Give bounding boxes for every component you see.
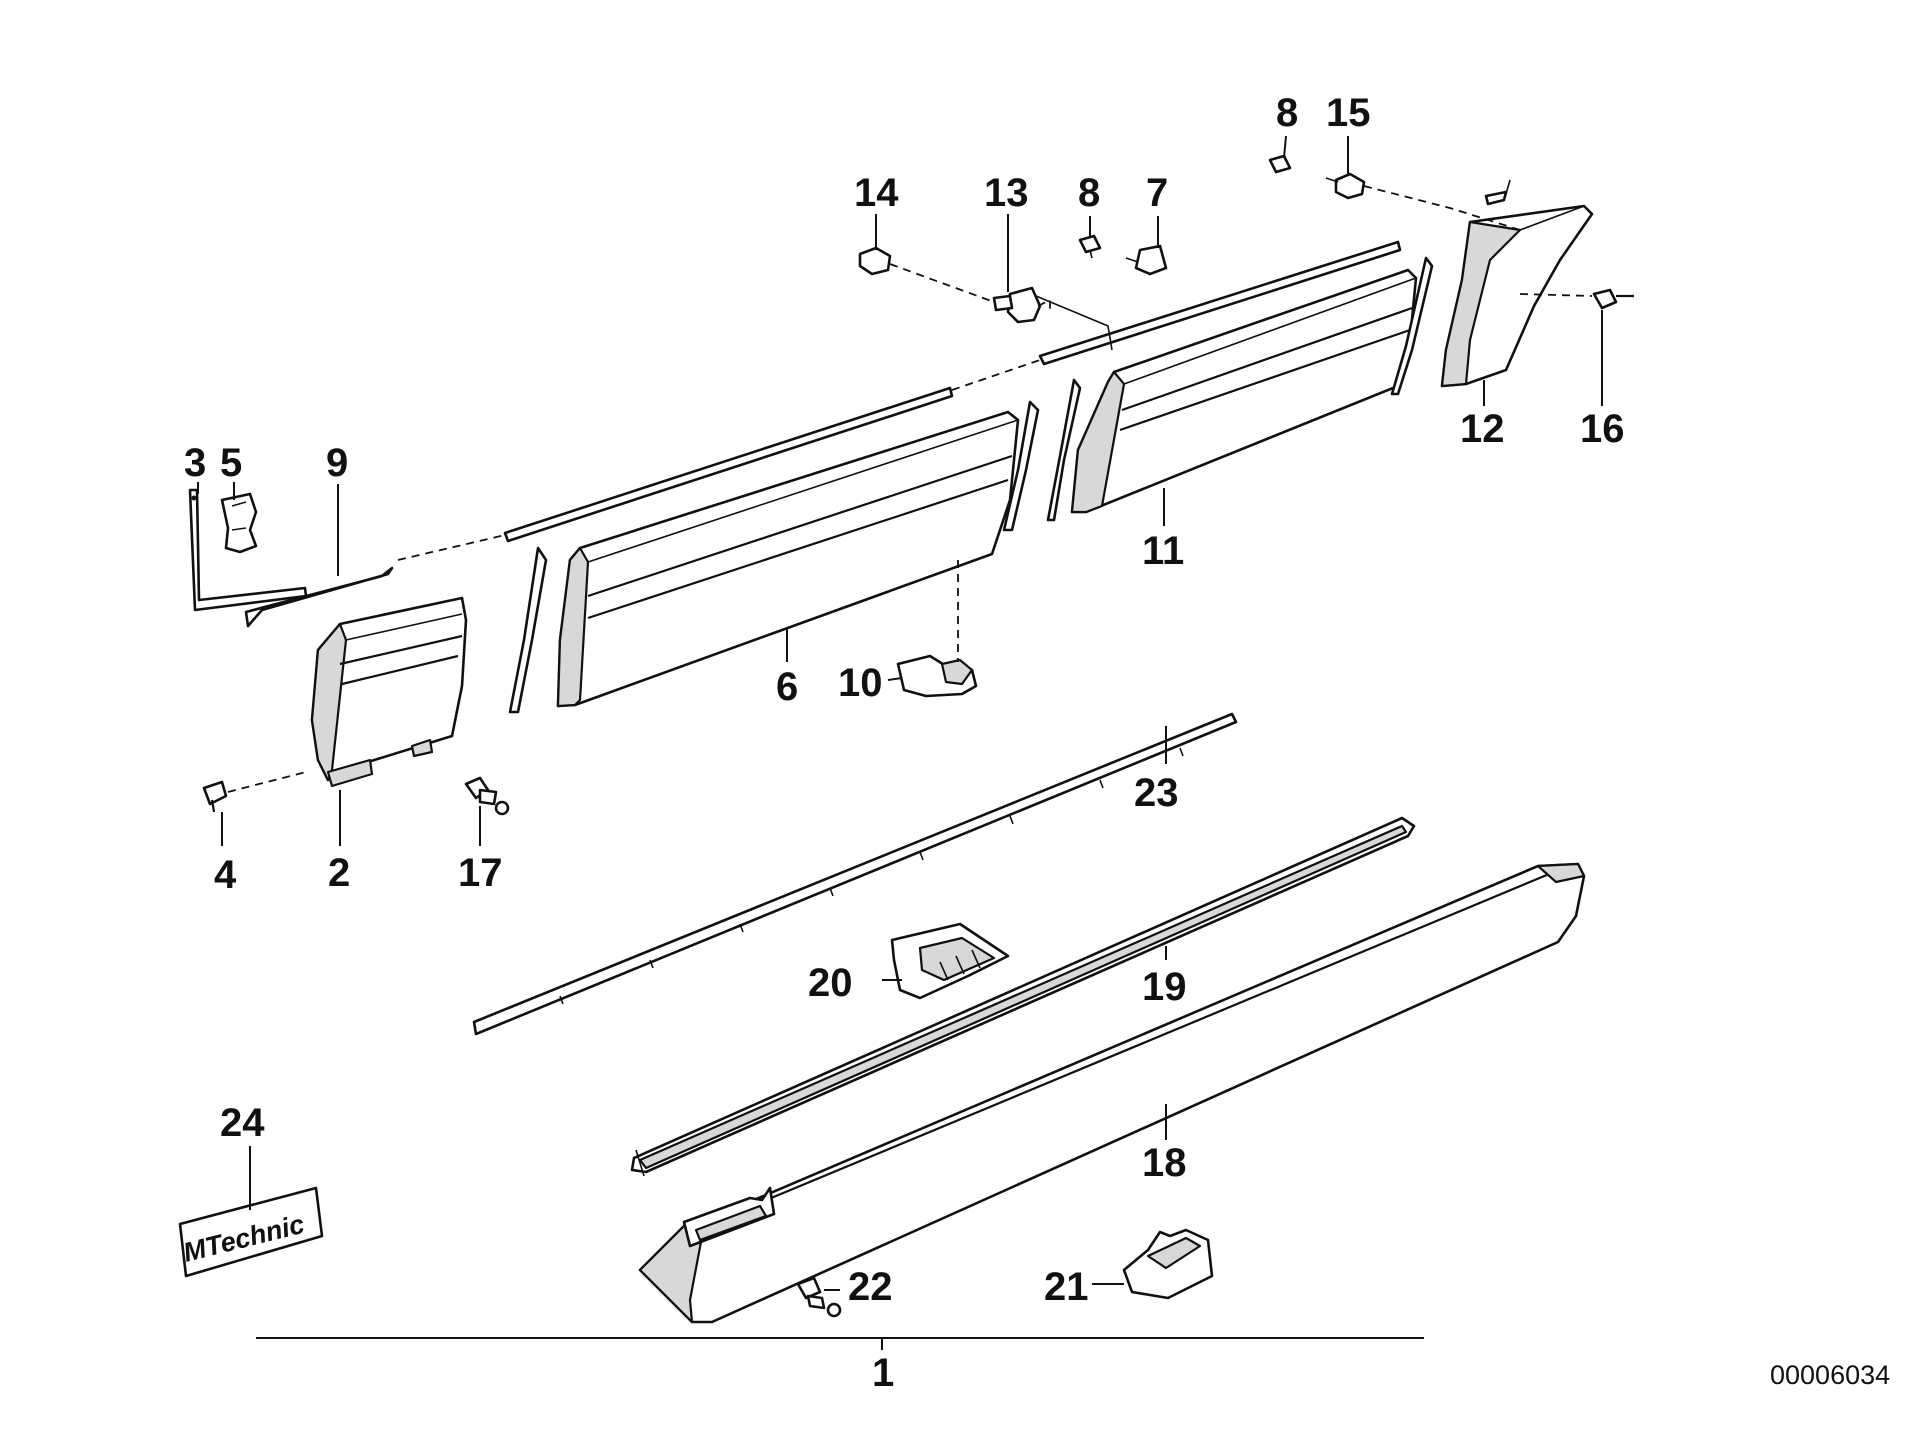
callout-19: 19 xyxy=(1142,965,1187,1009)
fender-trim-part-2 xyxy=(310,596,468,788)
rocker-panel-part-18 xyxy=(638,862,1586,1324)
callout-4: 4 xyxy=(214,853,237,897)
callout-23: 23 xyxy=(1134,771,1179,815)
callout-2: 2 xyxy=(328,851,350,895)
trim-strip-part-23 xyxy=(472,712,1238,1036)
callout-6: 6 xyxy=(776,665,798,709)
callout-8-lower: 8 xyxy=(1078,171,1100,215)
callouts: 1 2 3 4 5 6 7 8 8 9 10 11 12 13 14 15 16… xyxy=(184,91,1625,1395)
rail-part-19 xyxy=(630,816,1416,1177)
upper-trim-strip-rear xyxy=(1038,240,1402,366)
callout-15: 15 xyxy=(1326,91,1371,135)
clip-part-17 xyxy=(464,776,510,816)
door-moulding-part-11 xyxy=(1070,268,1418,514)
leader-lines xyxy=(197,135,1603,1350)
upper-trim-strip xyxy=(397,359,1041,561)
drawing-number: 00006034 xyxy=(1770,1360,1890,1390)
door-edge-strip-front xyxy=(508,546,548,714)
door-edge-strip-middle xyxy=(1002,378,1082,532)
callout-12: 12 xyxy=(1460,407,1505,451)
callout-13: 13 xyxy=(984,171,1029,215)
clip-part-22 xyxy=(796,1276,842,1318)
door-moulding-part-6 xyxy=(556,410,1020,708)
callout-1: 1 xyxy=(872,1351,894,1395)
callout-9: 9 xyxy=(326,441,348,485)
callout-24: 24 xyxy=(220,1101,265,1145)
callout-20: 20 xyxy=(808,961,853,1005)
callout-18: 18 xyxy=(1142,1141,1187,1185)
callout-16: 16 xyxy=(1580,407,1625,451)
clip-part-16 xyxy=(1519,288,1634,310)
clip-part-8-upper xyxy=(1268,154,1292,174)
clip-part-5 xyxy=(220,492,258,554)
clip-part-13 xyxy=(992,286,1113,351)
callout-8-upper: 8 xyxy=(1276,91,1298,135)
clip-part-7 xyxy=(1125,244,1168,276)
callout-5: 5 xyxy=(220,441,242,485)
callout-14: 14 xyxy=(854,171,899,215)
clip-part-21 xyxy=(1122,1228,1214,1300)
clip-part-20 xyxy=(890,922,1010,1000)
callout-3: 3 xyxy=(184,441,206,485)
callout-11: 11 xyxy=(1142,529,1184,573)
callout-10: 10 xyxy=(838,661,883,705)
callout-21: 21 xyxy=(1044,1265,1089,1309)
trim-strip-part-9 xyxy=(244,566,394,628)
callout-7: 7 xyxy=(1146,171,1168,215)
callout-17: 17 xyxy=(458,851,503,895)
clip-part-8-lower xyxy=(1078,234,1102,259)
rear-fender-trim-part-12 xyxy=(1440,179,1594,388)
clip-part-15 xyxy=(1325,172,1521,231)
screw-part-4 xyxy=(202,771,307,813)
clip-part-10 xyxy=(896,560,978,698)
door-edge-strip-rear xyxy=(1390,256,1434,396)
callout-22: 22 xyxy=(848,1265,893,1309)
clip-part-14 xyxy=(858,246,995,303)
